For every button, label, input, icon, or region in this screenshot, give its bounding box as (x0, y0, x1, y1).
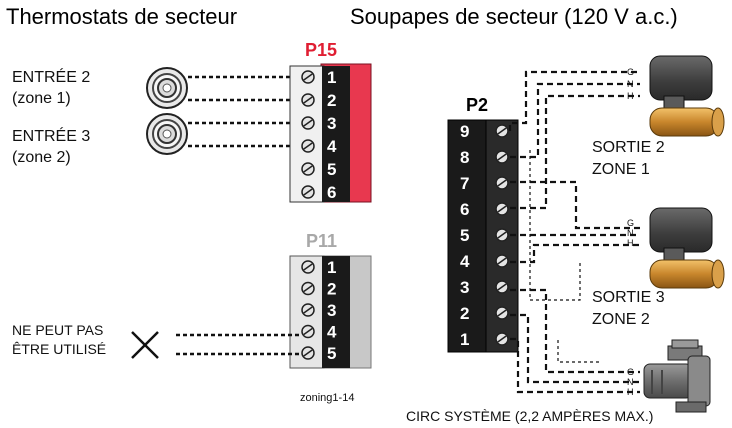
zone-valve-icon (649, 207, 725, 289)
svg-text:G: G (627, 367, 634, 377)
zone-valve-icon (649, 55, 725, 137)
input-3-zone: (zone 2) (12, 149, 71, 166)
thermostat-icon (146, 113, 188, 155)
svg-text:H: H (627, 91, 634, 101)
terminal-number: 3 (327, 114, 336, 133)
terminal-number: 7 (460, 174, 469, 193)
terminal-number: 9 (460, 122, 469, 141)
p15-title: P15 (305, 40, 337, 60)
terminal-number: 2 (327, 280, 336, 299)
terminal-number: 5 (460, 226, 469, 245)
circulator-label: CIRC SYSTÈME (2,2 AMPÈRES MAX.) (406, 408, 653, 424)
thin-wires (529, 150, 600, 363)
thermostat-wires (188, 75, 300, 148)
terminal-number: 5 (327, 344, 336, 363)
terminal-number: 3 (460, 278, 469, 297)
not-usable-line1: NE PEUT PAS (12, 322, 103, 338)
terminal-number: 2 (460, 304, 469, 323)
terminal-number: 8 (460, 148, 469, 167)
terminal-number: 4 (327, 323, 337, 342)
output-2-zone: ZONE 1 (592, 161, 650, 178)
terminal-number: 1 (460, 330, 469, 349)
wire-letters-zone1: G N H (627, 67, 634, 101)
svg-text:G: G (627, 218, 634, 228)
svg-text:H: H (627, 238, 634, 248)
p11-terminal-block: P11 1 2 3 4 5 (289, 231, 372, 369)
circulator-pump-icon (643, 339, 711, 413)
terminal-number: 4 (327, 137, 337, 156)
output-2-label: SORTIE 2 (592, 139, 665, 156)
heading-thermostats: Thermostats de secteur (6, 4, 237, 29)
heading-valves: Soupapes de secteur (120 V a.c.) (350, 4, 678, 29)
wire-letters-zone2: G N H (627, 218, 634, 248)
terminal-number: 2 (327, 91, 336, 110)
output-wires (508, 70, 640, 394)
terminal-number: 1 (327, 258, 336, 277)
p2-title: P2 (466, 95, 488, 115)
p2-terminal-block: P2 9 8 7 6 5 4 3 2 1 (447, 95, 519, 353)
svg-text:H: H (627, 387, 634, 397)
terminal-number: 6 (327, 183, 336, 202)
terminal-number: 1 (327, 68, 336, 87)
terminal-number: 5 (327, 160, 336, 179)
terminal-number: 6 (460, 200, 469, 219)
svg-text:N: N (627, 79, 634, 89)
svg-text:N: N (627, 377, 634, 387)
wire-letters-pump: G N H (627, 367, 634, 397)
input-3-label: ENTRÉE 3 (12, 126, 90, 145)
svg-text:N: N (627, 228, 634, 238)
output-3-label: SORTIE 3 (592, 289, 665, 306)
not-usable-line2: ÊTRE UTILISÉ (12, 341, 106, 357)
svg-text:G: G (627, 67, 634, 77)
figure-id: zoning1-14 (300, 392, 354, 404)
output-3-zone: ZONE 2 (592, 311, 650, 328)
input-2-label: ENTRÉE 2 (12, 67, 90, 86)
terminal-number: 4 (460, 252, 470, 271)
p15-terminal-block: P15 1 2 3 4 5 6 (289, 40, 372, 203)
p11-title: P11 (306, 231, 337, 251)
input-2-zone: (zone 1) (12, 90, 71, 107)
unused-wires (176, 333, 300, 356)
terminal-number: 3 (327, 301, 336, 320)
thermostat-icon (146, 67, 188, 109)
cross-icon (131, 331, 159, 359)
